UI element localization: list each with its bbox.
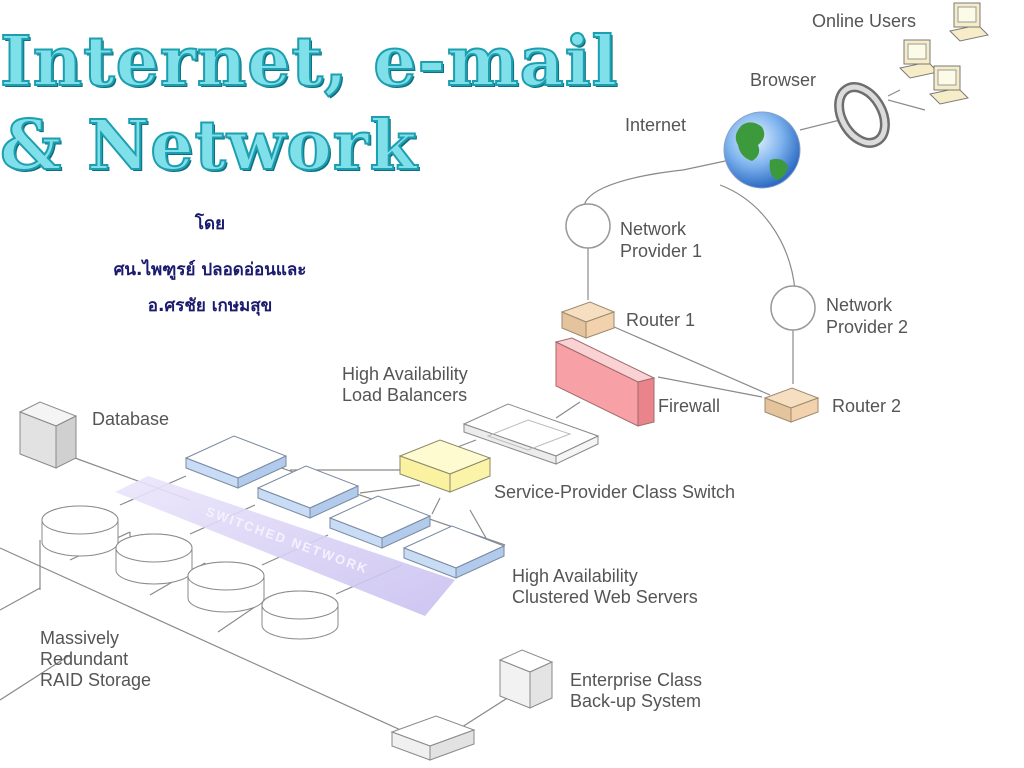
backup-system-icon (498, 649, 554, 709)
label-backup-line1: Enterprise Class (570, 670, 702, 690)
router-2-icon (763, 387, 820, 423)
web-server-icon (184, 435, 288, 489)
raid-disk-icon (261, 590, 339, 640)
router-1-icon (560, 301, 616, 339)
label-network-provider-1-line1: Network (620, 219, 687, 239)
label-database: Database (92, 409, 169, 429)
title-line-1: Internet, e-mail (0, 22, 619, 102)
load-balancers-icon (462, 403, 600, 465)
author-1: ศน.ไพฑูรย์ ปลอดอ่อนและ (113, 260, 307, 280)
raid-disk-icon (187, 561, 265, 613)
web-server-icon (256, 465, 360, 519)
label-online-users: Online Users (812, 11, 916, 31)
firewall-icon (554, 337, 656, 427)
web-server-icon (402, 525, 506, 579)
label-internet: Internet (625, 115, 686, 135)
label-web-servers-line1: High Availability (512, 566, 638, 586)
label-raid-line3: RAID Storage (40, 670, 151, 690)
computer-icon (898, 39, 940, 79)
label-network-provider-2-line1: Network (826, 295, 893, 315)
network-provider-1-icon (565, 203, 611, 249)
browser-icon (834, 82, 890, 148)
author-by: โดย (194, 214, 226, 234)
raid-disk-icon (41, 505, 119, 557)
label-network-provider-1-line2: Provider 1 (620, 241, 702, 261)
label-browser: Browser (750, 70, 816, 90)
author-2: อ.ศรชัย เกษมสุข (147, 296, 273, 316)
online-users-group (898, 2, 990, 105)
label-router-2: Router 2 (832, 396, 901, 416)
label-web-servers-line2: Clustered Web Servers (512, 587, 698, 607)
storage-unit-icon (390, 715, 476, 761)
label-router-1: Router 1 (626, 310, 695, 330)
globe-icon (723, 111, 801, 189)
switch-icon (398, 439, 492, 493)
label-switch: Service-Provider Class Switch (494, 482, 735, 502)
label-load-balancers-line2: Load Balancers (342, 385, 467, 405)
label-load-balancers-line1: High Availability (342, 364, 468, 384)
computer-icon (928, 65, 970, 105)
computer-icon (948, 2, 990, 42)
label-firewall: Firewall (658, 396, 720, 416)
label-backup-line2: Back-up System (570, 691, 701, 711)
web-server-icon (328, 495, 432, 549)
label-network-provider-2-line2: Provider 2 (826, 317, 908, 337)
label-raid-line2: Redundant (40, 649, 128, 669)
title-line-2: & Network (0, 106, 418, 186)
database-icon (18, 401, 78, 469)
network-provider-2-icon (770, 285, 816, 331)
raid-disk-icon (115, 533, 193, 585)
label-raid-line1: Massively (40, 628, 119, 648)
